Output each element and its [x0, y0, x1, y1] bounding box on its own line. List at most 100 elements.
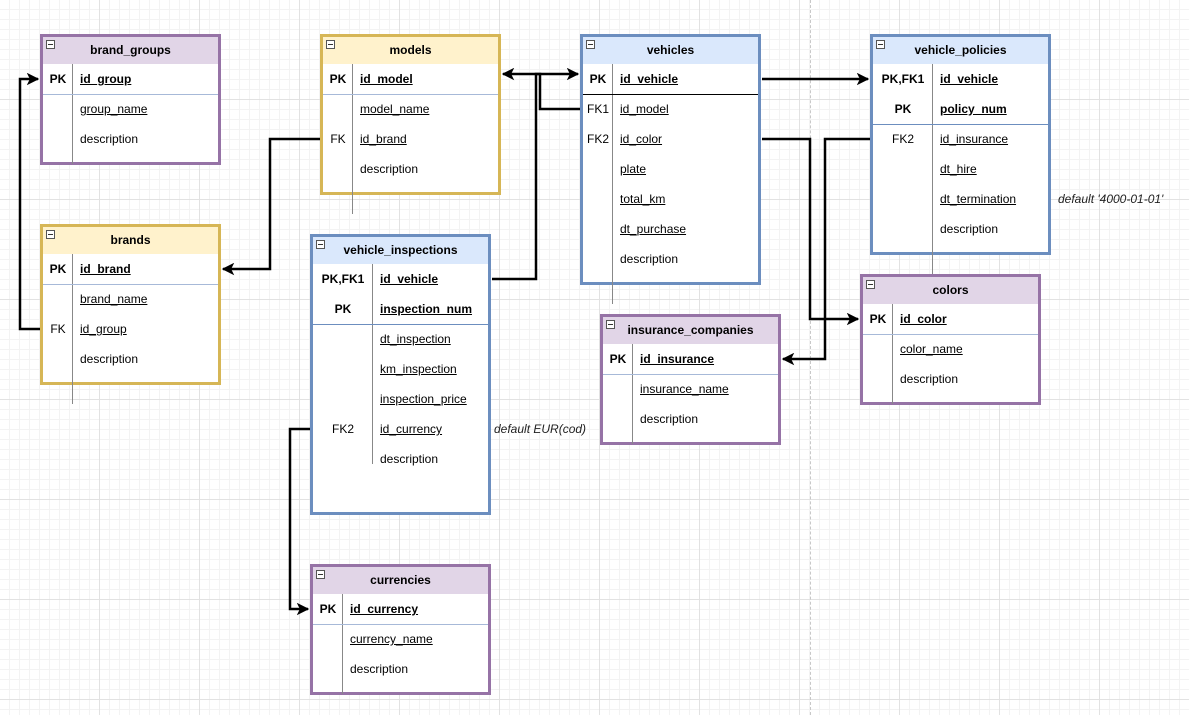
field-name: description — [360, 162, 419, 176]
field-row[interactable]: description — [313, 444, 488, 474]
field-row[interactable]: currency_name — [313, 624, 488, 654]
collapse-icon[interactable] — [46, 230, 55, 239]
rel-inspections-currencies[interactable] — [288, 427, 310, 616]
field-row[interactable]: description — [873, 214, 1048, 244]
field-row[interactable]: group_name — [43, 94, 218, 124]
field-name: dt_termination — [940, 192, 1017, 206]
key-column-divider — [932, 64, 933, 274]
rel-vehicles-models[interactable] — [501, 67, 580, 111]
collapse-icon[interactable] — [606, 320, 615, 329]
field-row[interactable]: inspection_price — [313, 384, 488, 414]
field-row[interactable]: description — [863, 364, 1038, 394]
table-header[interactable]: vehicles — [583, 37, 758, 64]
field-row[interactable]: dt_purchase — [583, 214, 758, 244]
field-name: id_currency — [350, 602, 419, 616]
key-column-divider — [372, 264, 373, 464]
table-title: brand_groups — [90, 43, 171, 57]
field-key — [43, 284, 73, 314]
field-key — [313, 324, 373, 354]
field-row[interactable]: description — [43, 124, 218, 154]
collapse-icon[interactable] — [876, 40, 885, 49]
table-header[interactable]: vehicle_inspections — [313, 237, 488, 264]
rel-inspections-vehicles[interactable] — [492, 67, 580, 281]
field-name: id_vehicle — [380, 272, 439, 286]
field-row[interactable]: dt_termination — [873, 184, 1048, 214]
rel-brands-brand-groups[interactable] — [18, 72, 40, 331]
field-row[interactable]: description — [43, 344, 218, 374]
table-header[interactable]: models — [323, 37, 498, 64]
key-column-divider — [72, 254, 73, 404]
field-row[interactable]: total_km — [583, 184, 758, 214]
field-row[interactable]: description — [313, 654, 488, 684]
field-row[interactable]: plate — [583, 154, 758, 184]
collapse-icon[interactable] — [866, 280, 875, 289]
field-row[interactable]: km_inspection — [313, 354, 488, 384]
field-row[interactable]: insurance_name — [603, 374, 778, 404]
field-name: description — [380, 452, 439, 466]
collapse-icon[interactable] — [326, 40, 335, 49]
key-column-divider — [342, 594, 343, 694]
field-row[interactable]: description — [323, 154, 498, 184]
collapse-icon[interactable] — [316, 570, 325, 579]
field-key — [43, 344, 73, 374]
field-key — [313, 444, 373, 474]
field-row[interactable]: brand_name — [43, 284, 218, 314]
field-name: id_color — [900, 312, 947, 326]
rel-policies-insurance[interactable] — [781, 137, 870, 366]
field-row[interactable]: dt_hire — [873, 154, 1048, 184]
field-name: id_insurance — [640, 352, 715, 366]
table-header[interactable]: vehicle_policies — [873, 37, 1048, 64]
field-row[interactable]: description — [603, 404, 778, 434]
inspection-currency-default-note: default EUR(cod) — [494, 422, 587, 436]
field-row[interactable]: color_name — [863, 334, 1038, 364]
table-header[interactable]: colors — [863, 277, 1038, 304]
rel-models-brands[interactable] — [221, 137, 320, 276]
table-header[interactable]: currencies — [313, 567, 488, 594]
field-row[interactable]: PK id_color — [863, 304, 1038, 334]
field-row[interactable]: model_name — [323, 94, 498, 124]
field-name: insurance_name — [640, 382, 729, 396]
table-header[interactable]: brands — [43, 227, 218, 254]
collapse-icon[interactable] — [586, 40, 595, 49]
table-title: colors — [932, 283, 969, 297]
field-row[interactable]: dt_inspection — [313, 324, 488, 354]
field-name: id_vehicle — [620, 72, 679, 86]
rel-vehicles-colors[interactable] — [762, 137, 860, 326]
collapse-icon[interactable] — [46, 40, 55, 49]
collapse-icon[interactable] — [316, 240, 325, 249]
field-key — [583, 244, 613, 274]
primary-key-separator — [43, 284, 218, 285]
table-header[interactable]: brand_groups — [43, 37, 218, 64]
field-key — [873, 214, 933, 244]
field-row[interactable]: description — [583, 244, 758, 274]
field-name: brand_name — [80, 292, 148, 306]
field-key — [873, 154, 933, 184]
field-key: PK — [869, 312, 887, 326]
table-header[interactable]: insurance_companies — [603, 317, 778, 344]
